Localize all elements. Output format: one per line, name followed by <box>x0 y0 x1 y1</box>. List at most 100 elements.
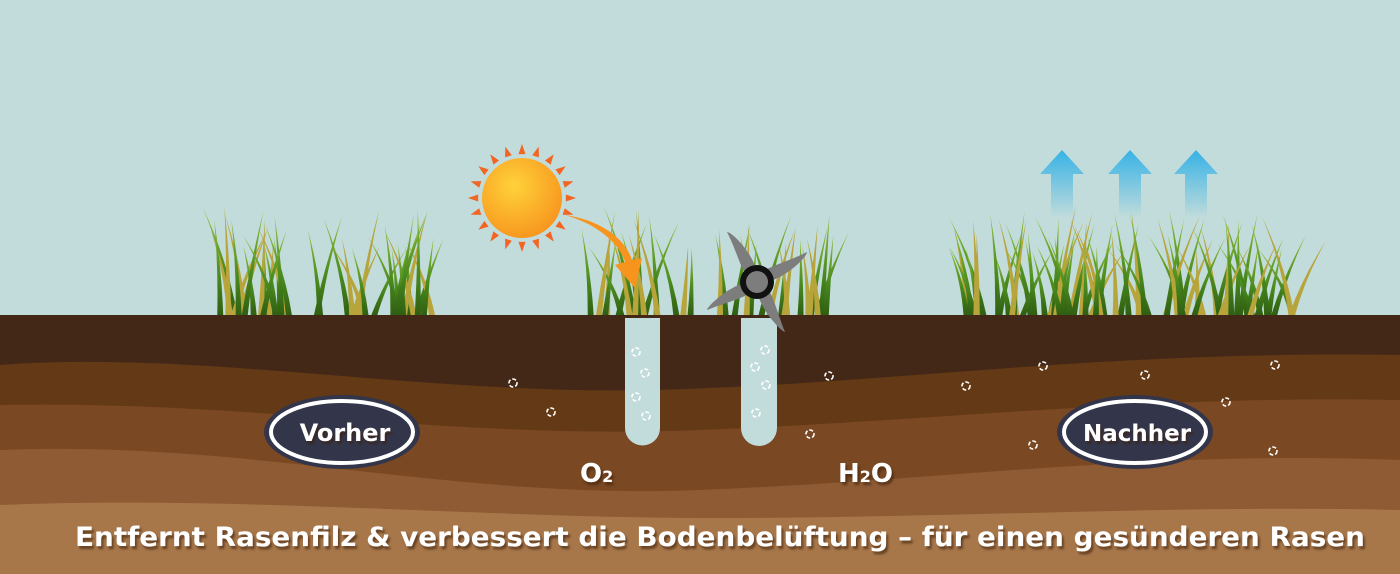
grass-blade <box>581 228 594 315</box>
air-bubbles <box>508 345 1280 456</box>
grass-blade <box>632 209 640 315</box>
after-badge: Nachher <box>1057 395 1213 469</box>
grass-blade <box>260 229 287 315</box>
grass-blade <box>313 216 343 315</box>
sun-ray <box>478 166 489 176</box>
sun-ray <box>490 154 500 165</box>
grass-blade <box>1289 240 1326 315</box>
grass-tuft <box>1157 213 1326 315</box>
grass-blade <box>717 228 724 315</box>
air-bubble <box>631 347 641 357</box>
air-bubble <box>1028 440 1038 450</box>
grass-blade <box>993 251 1012 315</box>
grass-blade <box>1070 223 1095 315</box>
sun-ray <box>490 231 500 242</box>
air-bubble <box>751 408 761 418</box>
sun-ray <box>505 146 512 158</box>
grass-blade <box>653 233 680 315</box>
grass-blade <box>1114 213 1132 315</box>
sun-ray <box>532 146 539 158</box>
sun-ray <box>470 208 482 215</box>
grass-blade <box>420 237 434 315</box>
grass-blade <box>949 245 977 315</box>
grass-blade <box>1262 217 1295 315</box>
grass-blade <box>210 229 233 315</box>
sun-ray <box>518 241 526 252</box>
grass-blade <box>1095 224 1113 315</box>
grass-blade <box>822 234 834 315</box>
grass-blade <box>948 246 970 315</box>
grass-tuft <box>1034 205 1214 315</box>
grass-blade <box>1107 248 1145 315</box>
grass-blade <box>1169 210 1186 315</box>
air-bubble <box>631 392 641 402</box>
grass-blade <box>633 219 661 315</box>
grass-blade <box>1051 217 1059 315</box>
sun-ray <box>505 238 512 250</box>
air-bubble <box>1038 361 1048 371</box>
grass-blade <box>1082 244 1089 315</box>
before-label: Vorher <box>300 419 391 447</box>
grass-blade <box>214 219 224 315</box>
grass-blade <box>384 225 397 315</box>
air-bubble <box>760 345 770 355</box>
sun-ray <box>544 231 554 242</box>
grass-blade <box>264 224 292 315</box>
grass-blade <box>1257 247 1296 315</box>
grass-blade <box>1217 244 1251 315</box>
oxygen-label: O2 <box>580 459 613 489</box>
air-bubble <box>750 362 760 372</box>
grass-blade <box>1032 250 1048 315</box>
grass-blade <box>996 232 1022 315</box>
grass-blade <box>323 217 351 315</box>
grass-blade <box>1117 223 1139 315</box>
grass-blade <box>1034 216 1072 315</box>
grass-blade <box>1217 243 1255 315</box>
caption: Entfernt Rasenfilz & verbessert die Bode… <box>75 522 1365 553</box>
grass-blade <box>1005 223 1034 315</box>
grass-blade <box>1092 245 1099 315</box>
grass-blade <box>687 247 694 315</box>
sun-ray <box>532 238 539 250</box>
grass-blade <box>1191 237 1226 315</box>
grass-blade <box>990 213 1002 315</box>
grass-blade <box>602 238 617 315</box>
sun-ray <box>518 144 526 155</box>
grass-blade <box>384 231 417 315</box>
grass-blade <box>1111 232 1119 315</box>
grass-blade <box>1020 248 1055 315</box>
sun-arrow-icon <box>565 215 642 288</box>
soil-layer-5 <box>0 502 1400 574</box>
grass-blade <box>1130 213 1148 315</box>
air-bubble <box>508 378 518 388</box>
grass-blade <box>351 247 369 315</box>
air-bubble <box>1270 360 1280 370</box>
water-label: H2O <box>838 459 893 489</box>
airflow-arrows-icon <box>1040 150 1218 218</box>
grass-blade <box>1177 218 1205 315</box>
air-bubble <box>1140 370 1150 380</box>
grass-blade <box>1027 232 1036 315</box>
grass-blade <box>1251 224 1271 315</box>
grass-blade <box>350 245 381 315</box>
sun-ray <box>478 220 489 230</box>
grass-blade <box>1192 227 1223 315</box>
grass-tuft <box>202 206 343 315</box>
grass-blade <box>414 209 421 315</box>
grass-blade <box>241 211 264 315</box>
grass-blade <box>231 218 242 315</box>
grass-blade <box>1047 236 1074 315</box>
grass-blade <box>1053 205 1077 315</box>
grass-blade <box>1167 233 1184 315</box>
grass-blade <box>778 243 786 315</box>
sun-ray <box>468 194 479 202</box>
air-bubble <box>1221 397 1231 407</box>
air-bubble <box>761 380 771 390</box>
grass-blade <box>641 221 680 315</box>
sun-ray <box>555 166 566 176</box>
before-badge: Vorher <box>264 395 420 469</box>
air-bubble <box>961 381 971 391</box>
air-bubble <box>546 407 556 417</box>
air-bubble <box>824 371 834 381</box>
